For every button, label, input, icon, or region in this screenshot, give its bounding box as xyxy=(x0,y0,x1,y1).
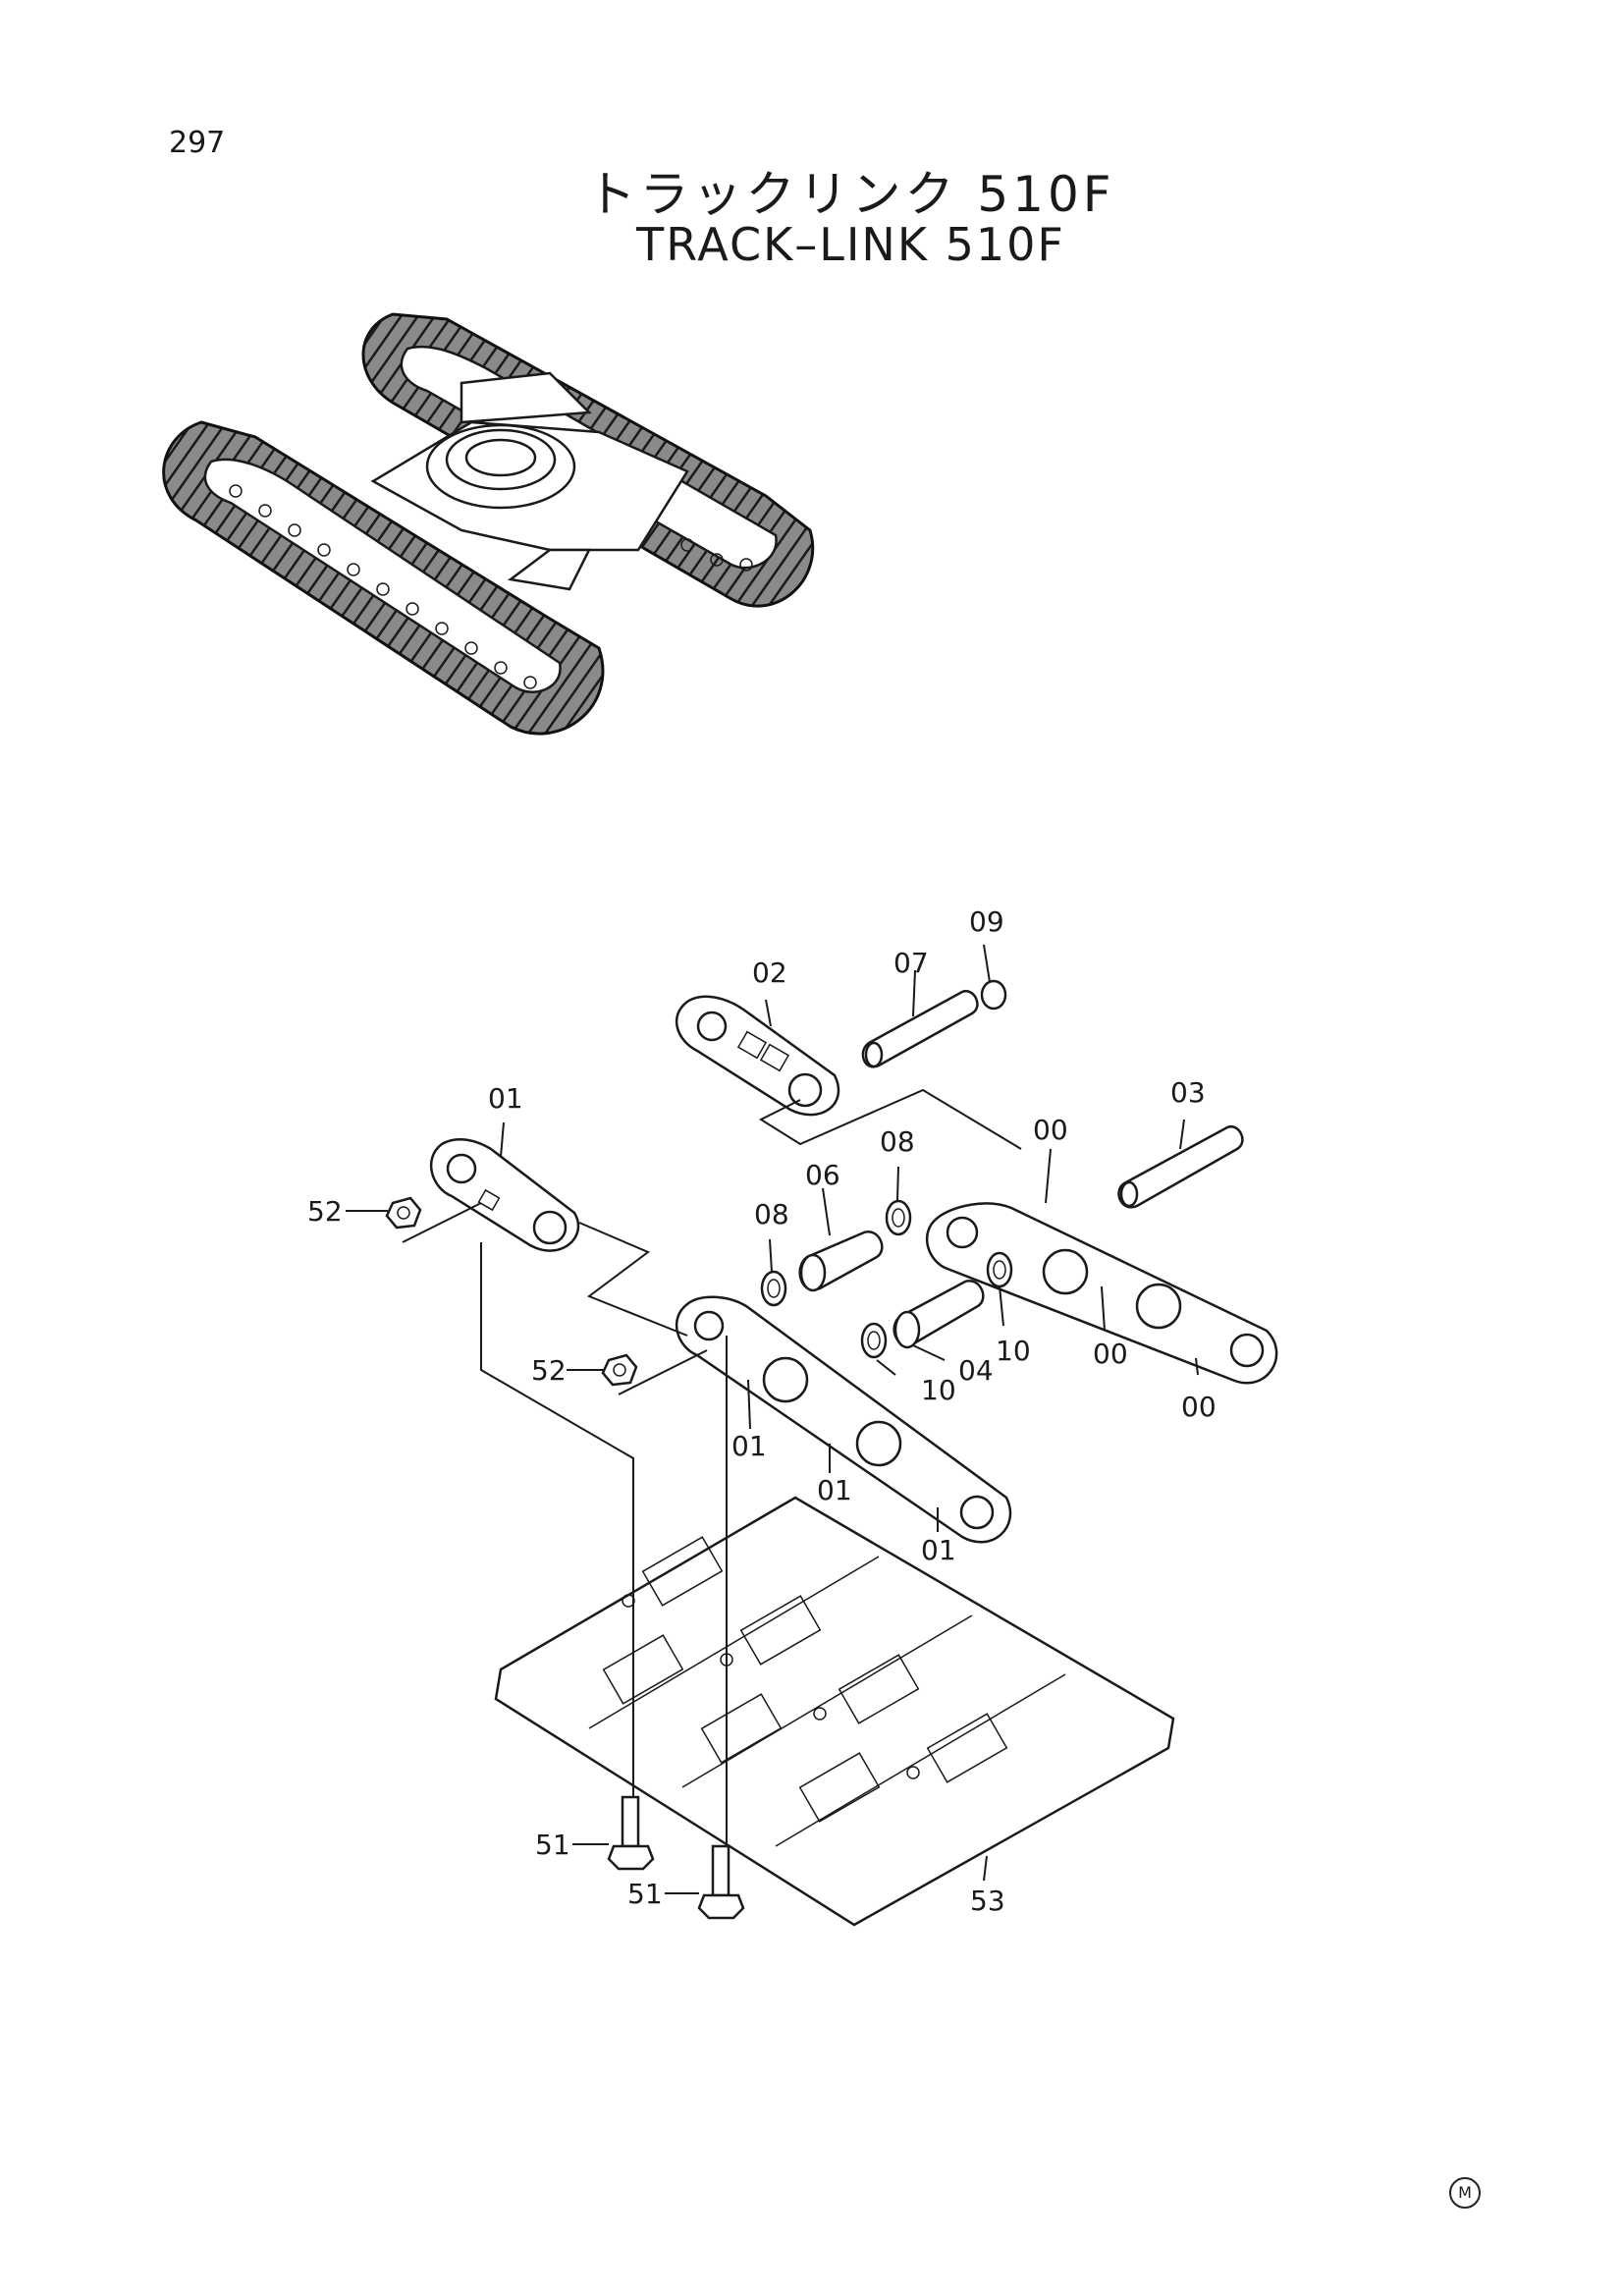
seal-10-right xyxy=(986,1251,1013,1288)
page-number: 297 xyxy=(169,126,226,160)
nut-52-upper xyxy=(385,1196,422,1230)
snap-ring-09 xyxy=(980,979,1007,1011)
exploded-view: 02 07 09 03 00 01 52 52 08 06 08 10 04 1… xyxy=(307,905,1278,1927)
callout-04: 04 xyxy=(958,1354,994,1387)
bolt-51-left xyxy=(607,1795,655,1871)
seal-08-lower xyxy=(760,1270,787,1307)
link-01-left xyxy=(430,1138,580,1252)
callout-52-upper: 52 xyxy=(307,1195,343,1228)
callout-00-upper: 00 xyxy=(1033,1114,1068,1146)
callout-08-upper: 08 xyxy=(880,1125,915,1158)
callout-51-right: 51 xyxy=(627,1878,663,1910)
leader-lines xyxy=(346,944,1199,1894)
callout-01-left: 01 xyxy=(488,1082,523,1115)
seal-08-upper xyxy=(885,1199,912,1236)
center-frame xyxy=(370,371,689,591)
bolt-51-right xyxy=(697,1844,745,1920)
callout-53: 53 xyxy=(970,1885,1005,1917)
callout-51-left: 51 xyxy=(535,1829,570,1861)
title-english: TRACK–LINK 510F xyxy=(636,218,1065,271)
link-02 xyxy=(676,995,840,1117)
callout-52-lower: 52 xyxy=(531,1354,567,1387)
callout-02: 02 xyxy=(752,957,787,989)
title-japanese: トラックリンク 510F xyxy=(586,166,1115,223)
assembly-lines xyxy=(402,1088,1022,1846)
link-chain-01 xyxy=(676,1295,1012,1544)
callout-00-lower: 00 xyxy=(1181,1391,1217,1423)
callout-09: 09 xyxy=(969,905,1004,938)
callout-08-lower: 08 xyxy=(754,1198,789,1230)
callout-01-middle-b: 01 xyxy=(817,1474,852,1506)
nut-52-lower xyxy=(601,1353,638,1387)
callout-10-right: 10 xyxy=(996,1335,1031,1367)
bushing-06 xyxy=(798,1230,884,1292)
manufacturer-mark: M xyxy=(1449,2177,1481,2209)
left-crawler-track xyxy=(162,420,605,736)
bushing-04 xyxy=(893,1280,985,1349)
callout-03: 03 xyxy=(1170,1076,1206,1109)
callout-06: 06 xyxy=(805,1159,840,1191)
seal-10-left xyxy=(860,1322,888,1359)
callout-01-middle-a: 01 xyxy=(731,1430,767,1462)
pin-07 xyxy=(861,989,979,1068)
callout-00-middle: 00 xyxy=(1093,1338,1128,1370)
callout-10-left: 10 xyxy=(921,1374,956,1406)
callout-07: 07 xyxy=(893,947,929,979)
pin-03 xyxy=(1117,1124,1244,1209)
track-shoe-53 xyxy=(494,1496,1175,1927)
callout-01-middle-c: 01 xyxy=(921,1534,956,1566)
undercarriage-illustration xyxy=(162,312,815,736)
